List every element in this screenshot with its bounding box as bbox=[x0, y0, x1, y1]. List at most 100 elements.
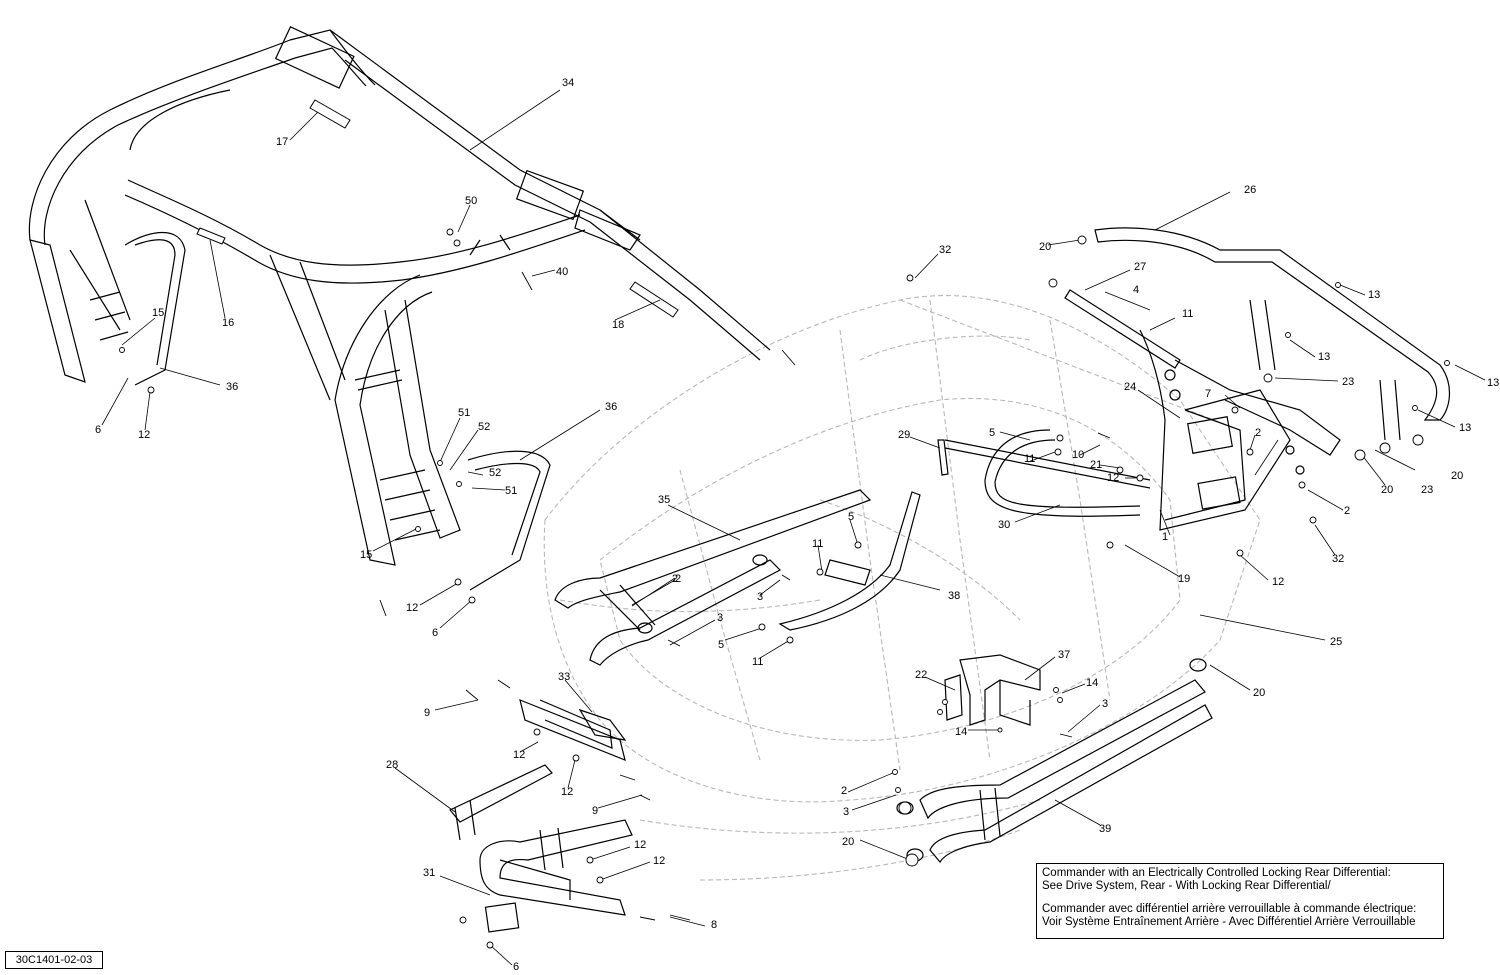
bar-38 bbox=[778, 491, 921, 631]
callout-40: 40 bbox=[556, 266, 568, 278]
callout-20: 20 bbox=[1381, 484, 1393, 496]
callout-19: 19 bbox=[1178, 573, 1190, 585]
callout-9: 9 bbox=[592, 805, 598, 817]
hitch-assembly bbox=[449, 699, 633, 933]
callout-24: 24 bbox=[1124, 381, 1136, 393]
drawing-code: 30C1401-02-03 bbox=[5, 951, 103, 969]
callout-11: 11 bbox=[1182, 308, 1193, 320]
callout-23: 23 bbox=[1342, 376, 1354, 388]
callout-5: 5 bbox=[989, 427, 995, 439]
callout-5: 5 bbox=[718, 639, 724, 651]
callout-6: 6 bbox=[432, 627, 438, 639]
callout-12: 12 bbox=[406, 602, 418, 614]
callout-3: 3 bbox=[843, 806, 849, 818]
callout-31: 31 bbox=[423, 867, 435, 879]
callout-28: 28 bbox=[386, 759, 398, 771]
callout-11: 11 bbox=[1024, 453, 1035, 465]
callout-14: 14 bbox=[955, 726, 967, 738]
callout-12: 12 bbox=[1107, 472, 1119, 484]
note-line-en-1: Commander with an Electrically Controlle… bbox=[1042, 867, 1391, 879]
callout-6: 6 bbox=[513, 961, 519, 973]
callout-12: 12 bbox=[561, 786, 573, 798]
callout-50: 50 bbox=[465, 195, 477, 207]
callout-5: 5 bbox=[848, 511, 854, 523]
callout-22: 22 bbox=[915, 669, 927, 681]
callout-13: 13 bbox=[1368, 289, 1380, 301]
callout-10: 10 bbox=[1072, 449, 1084, 461]
bracket-37 bbox=[944, 654, 1041, 726]
callout-17: 17 bbox=[276, 136, 288, 148]
callout-6: 6 bbox=[95, 424, 101, 436]
callout-16: 16 bbox=[222, 317, 234, 329]
callout-52: 52 bbox=[478, 421, 490, 433]
callout-32: 32 bbox=[939, 244, 951, 256]
callout-39: 39 bbox=[1099, 823, 1111, 835]
callout-2: 2 bbox=[1344, 505, 1350, 517]
callout-32: 32 bbox=[1332, 553, 1344, 565]
bar-30 bbox=[937, 429, 1151, 517]
callout-4: 4 bbox=[1133, 284, 1139, 296]
callout-12: 12 bbox=[138, 429, 150, 441]
callout-34: 34 bbox=[562, 77, 574, 89]
callout-25: 25 bbox=[1330, 636, 1342, 648]
callout-11: 11 bbox=[812, 538, 823, 550]
callout-36: 36 bbox=[226, 381, 238, 393]
callout-51: 51 bbox=[505, 485, 517, 497]
callout-13: 13 bbox=[1318, 351, 1330, 363]
callout-3: 3 bbox=[717, 612, 723, 624]
bar-35 bbox=[554, 489, 872, 666]
differential-note: Commander with an Electrically Controlle… bbox=[1036, 863, 1444, 939]
callout-29: 29 bbox=[898, 429, 910, 441]
callout-15: 15 bbox=[360, 549, 372, 561]
callout-2: 2 bbox=[675, 573, 681, 585]
callout-33: 33 bbox=[558, 671, 570, 683]
callout-35: 35 bbox=[658, 494, 670, 506]
leader-lines bbox=[101, 89, 1486, 966]
roll-cage bbox=[28, 26, 771, 566]
callout-8: 8 bbox=[711, 919, 717, 931]
decal-17 bbox=[309, 99, 351, 129]
decal-16 bbox=[196, 227, 226, 245]
callout-15: 15 bbox=[152, 307, 164, 319]
callout-7: 7 bbox=[1205, 388, 1211, 400]
callout-1: 1 bbox=[1162, 531, 1168, 543]
callout-23: 23 bbox=[1421, 484, 1433, 496]
bumper-26 bbox=[1064, 227, 1451, 531]
callout-2: 2 bbox=[1255, 427, 1261, 439]
callout-13: 13 bbox=[1487, 377, 1499, 389]
callout-21: 21 bbox=[1090, 459, 1102, 471]
callout-9: 9 bbox=[424, 707, 430, 719]
note-line-en-2: See Drive System, Rear - With Locking Re… bbox=[1042, 880, 1331, 892]
callout-12: 12 bbox=[653, 855, 665, 867]
callout-52: 52 bbox=[489, 467, 501, 479]
callout-36: 36 bbox=[605, 401, 617, 413]
callout-30: 30 bbox=[998, 519, 1010, 531]
callout-20: 20 bbox=[1451, 470, 1463, 482]
callout-3: 3 bbox=[757, 591, 763, 603]
callout-38: 38 bbox=[948, 590, 960, 602]
callout-51: 51 bbox=[458, 407, 470, 419]
callout-26: 26 bbox=[1244, 184, 1256, 196]
callout-13: 13 bbox=[1459, 422, 1471, 434]
decal-18 bbox=[629, 281, 679, 318]
callout-12: 12 bbox=[513, 749, 525, 761]
callout-numbers: 34 17 50 40 16 15 36 6 12 18 51 52 52 51… bbox=[95, 77, 1499, 973]
callout-2: 2 bbox=[672, 573, 678, 585]
callout-12: 12 bbox=[1272, 576, 1284, 588]
note-line-fr-2: Voir Système Entraînement Arrière - Avec… bbox=[1042, 916, 1416, 928]
side-bar-36 bbox=[124, 231, 551, 591]
callout-18: 18 bbox=[612, 319, 624, 331]
callout-20: 20 bbox=[842, 836, 854, 848]
callout-27: 27 bbox=[1134, 261, 1146, 273]
callout-11: 11 bbox=[752, 656, 763, 668]
callout-3: 3 bbox=[1102, 698, 1108, 710]
fasteners bbox=[119, 228, 1450, 949]
callout-20: 20 bbox=[1039, 241, 1051, 253]
callout-2: 2 bbox=[841, 785, 847, 797]
callout-12: 12 bbox=[634, 839, 646, 851]
callout-20: 20 bbox=[1253, 687, 1265, 699]
callout-37: 37 bbox=[1058, 649, 1070, 661]
callout-14: 14 bbox=[1086, 677, 1098, 689]
